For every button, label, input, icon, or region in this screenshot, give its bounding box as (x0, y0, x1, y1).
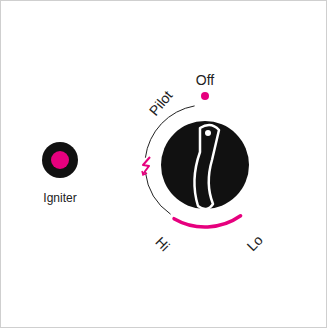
button-shape (42, 142, 78, 178)
pointer-dot (205, 130, 211, 136)
igniter-button: Igniter (40, 142, 80, 206)
flame-range-arc (174, 216, 241, 227)
dial-position-label: Off (196, 73, 214, 87)
knob-pointer (194, 125, 219, 209)
button-label: Igniter (43, 192, 76, 204)
off-dot (201, 92, 209, 100)
button-ring (42, 142, 78, 178)
button-center (51, 151, 69, 169)
spark-symbol (143, 157, 150, 174)
spark-symbol (142, 171, 147, 175)
control-knob (161, 121, 249, 209)
